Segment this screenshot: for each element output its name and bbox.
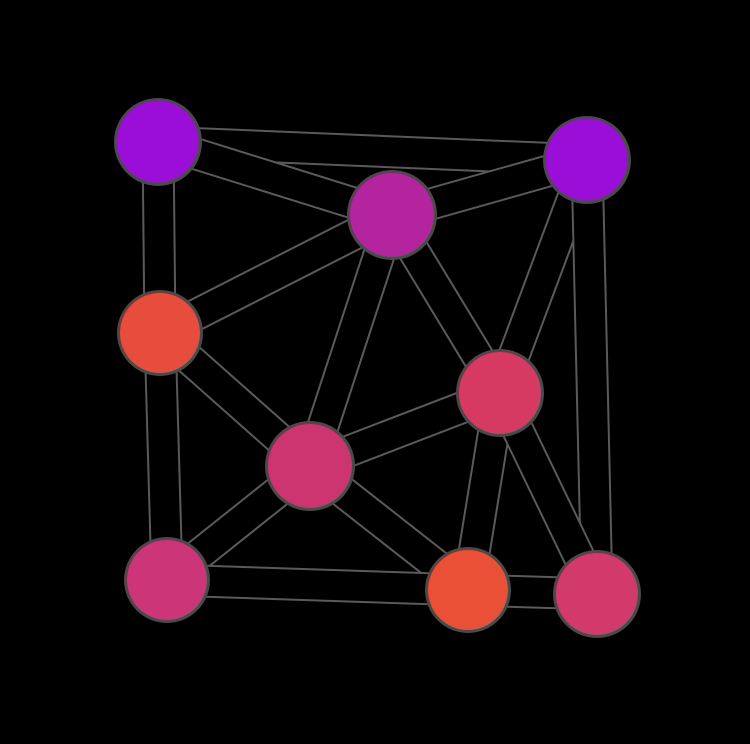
edge-n1-n2 (157, 125, 588, 177)
edge-body (166, 565, 469, 605)
node-circle (127, 540, 207, 620)
edge-n7-n8 (166, 563, 469, 607)
node-circle (350, 173, 434, 257)
node-circle (546, 119, 628, 201)
edge-body (157, 127, 588, 175)
node-top-center (347, 170, 437, 260)
node-circle (428, 550, 508, 630)
node-center (265, 421, 355, 511)
node-bottom-right (553, 550, 641, 638)
node-circle (117, 101, 199, 183)
node-top-right (543, 116, 631, 204)
node-circle (459, 352, 541, 434)
node-circle (120, 293, 200, 373)
nodes-layer (114, 98, 641, 638)
node-middle-right (456, 349, 544, 437)
node-middle-left (117, 290, 203, 376)
edge-body (572, 159, 612, 595)
edge-n2-n9 (570, 159, 614, 595)
node-bottom-left (124, 537, 210, 623)
node-circle (556, 553, 638, 635)
node-circle (268, 424, 352, 508)
node-top-left (114, 98, 202, 186)
node-bottom-center (425, 547, 511, 633)
